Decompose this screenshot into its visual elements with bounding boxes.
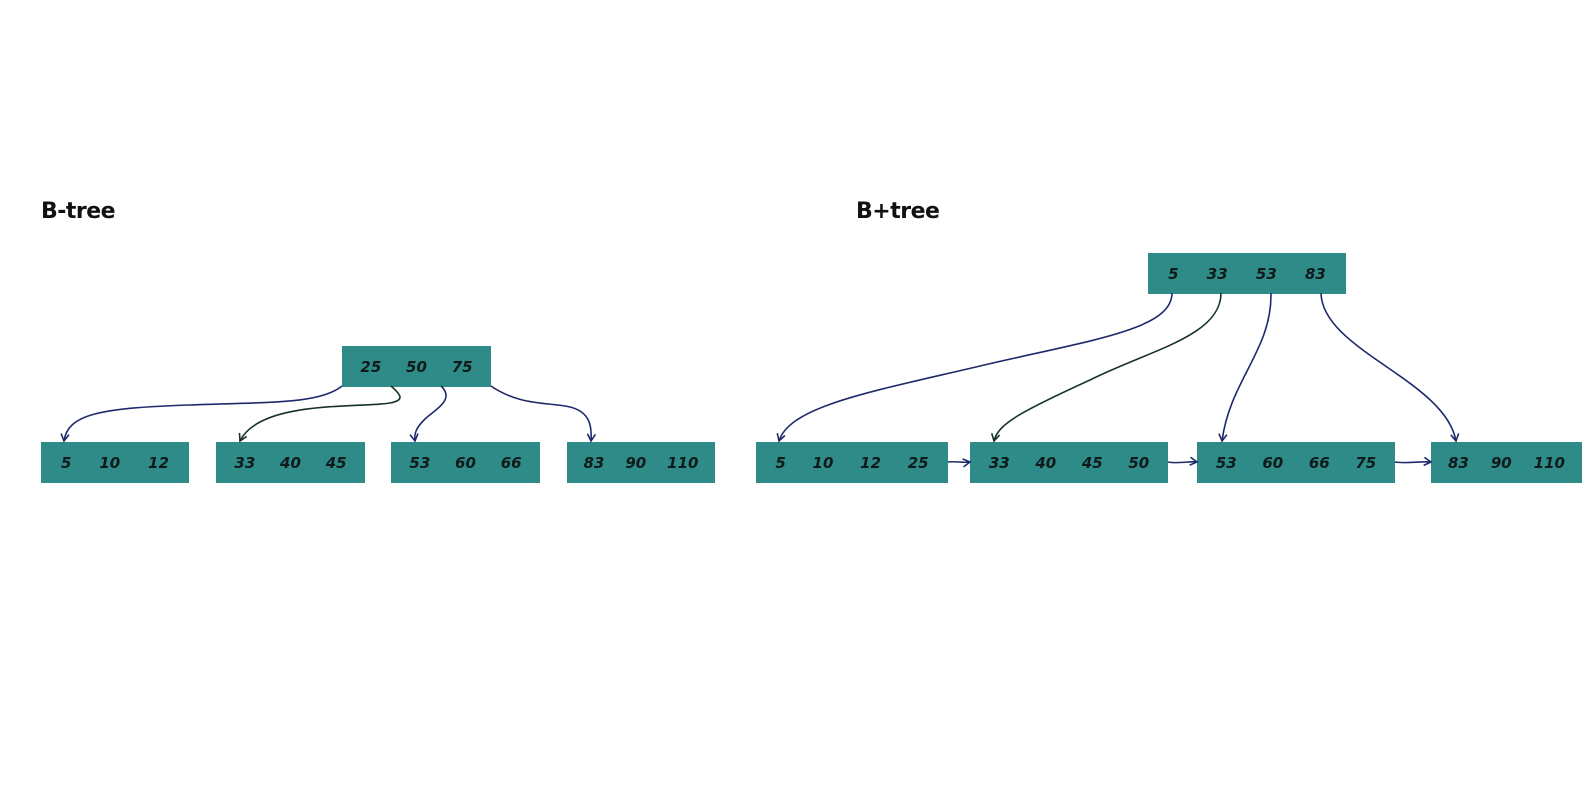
btree-title: B-tree: [41, 199, 116, 224]
node-key: 110: [1533, 453, 1565, 472]
bplustree-leaf-link-2: [1167, 456, 1199, 466]
node-key: 45: [325, 453, 347, 472]
node-key: 5: [60, 453, 72, 472]
node-key: 90: [1490, 453, 1512, 472]
node-key: 40: [280, 453, 301, 472]
bplustree-edge-root-to-leaf-1: [776, 292, 1173, 443]
btree-edge-root-to-leaf-4: [490, 385, 597, 443]
node-key: 33: [1206, 264, 1228, 283]
node-key: 60: [1262, 453, 1284, 472]
node-key: 10: [99, 453, 121, 472]
bplustree-edge-root-to-leaf-2: [990, 292, 1222, 443]
node-key: 66: [1308, 453, 1330, 472]
bplustree-root-node: 5 33 53 83: [1148, 253, 1346, 294]
node-key: 50: [406, 357, 427, 376]
btree-edge-root-to-leaf-2: [238, 385, 401, 443]
node-key: 5: [1168, 264, 1179, 283]
node-key: 53: [1215, 453, 1237, 472]
node-key: 75: [1355, 453, 1377, 472]
node-key: 83: [1305, 264, 1326, 283]
node-key: 25: [360, 357, 382, 376]
node-key: 90: [625, 453, 647, 472]
node-key: 53: [409, 453, 431, 472]
node-key: 60: [455, 453, 476, 472]
node-key: 5: [775, 453, 786, 472]
btree-leaf-node-1: 5 10 12: [41, 442, 189, 483]
node-key: 110: [667, 453, 699, 472]
node-key: 33: [988, 453, 1010, 472]
bplustree-leaf-node-1: 5 10 12 25: [756, 442, 948, 483]
node-key: 66: [500, 453, 522, 472]
btree-leaf-node-3: 53 60 66: [391, 442, 540, 483]
bplustree-leaf-node-2: 33 40 45 50: [970, 442, 1168, 483]
node-key: 33: [234, 453, 256, 472]
bplustree-leaf-node-4: 83 90 110: [1431, 442, 1582, 483]
bplustree-leaf-link-3: [1394, 456, 1433, 467]
node-key: 40: [1035, 453, 1057, 472]
bplustree-edge-root-to-leaf-3: [1218, 292, 1272, 443]
node-key: 75: [451, 357, 473, 376]
node-key: 25: [907, 453, 929, 472]
node-key: 83: [583, 453, 605, 472]
btree-root-node: 25 50 75: [342, 346, 491, 387]
node-key: 83: [1447, 453, 1469, 472]
btree-leaf-node-2: 33 40 45: [216, 442, 365, 483]
bplustree-leaf-link-1: [947, 458, 972, 468]
bplustree-leaf-node-3: 53 60 66 75: [1197, 442, 1395, 483]
node-key: 12: [860, 453, 882, 472]
node-key: 53: [1255, 264, 1277, 283]
node-key: 10: [812, 453, 834, 472]
btree-edge-root-to-leaf-1: [60, 385, 343, 443]
node-key: 45: [1081, 453, 1103, 472]
bplustree-title: B+tree: [856, 199, 940, 224]
btree-leaf-node-4: 83 90 110: [567, 442, 715, 483]
bplustree-edge-root-to-leaf-4: [1320, 292, 1460, 443]
node-key: 12: [148, 453, 170, 472]
btree-edge-root-to-leaf-3: [409, 385, 447, 443]
node-key: 50: [1128, 453, 1150, 472]
